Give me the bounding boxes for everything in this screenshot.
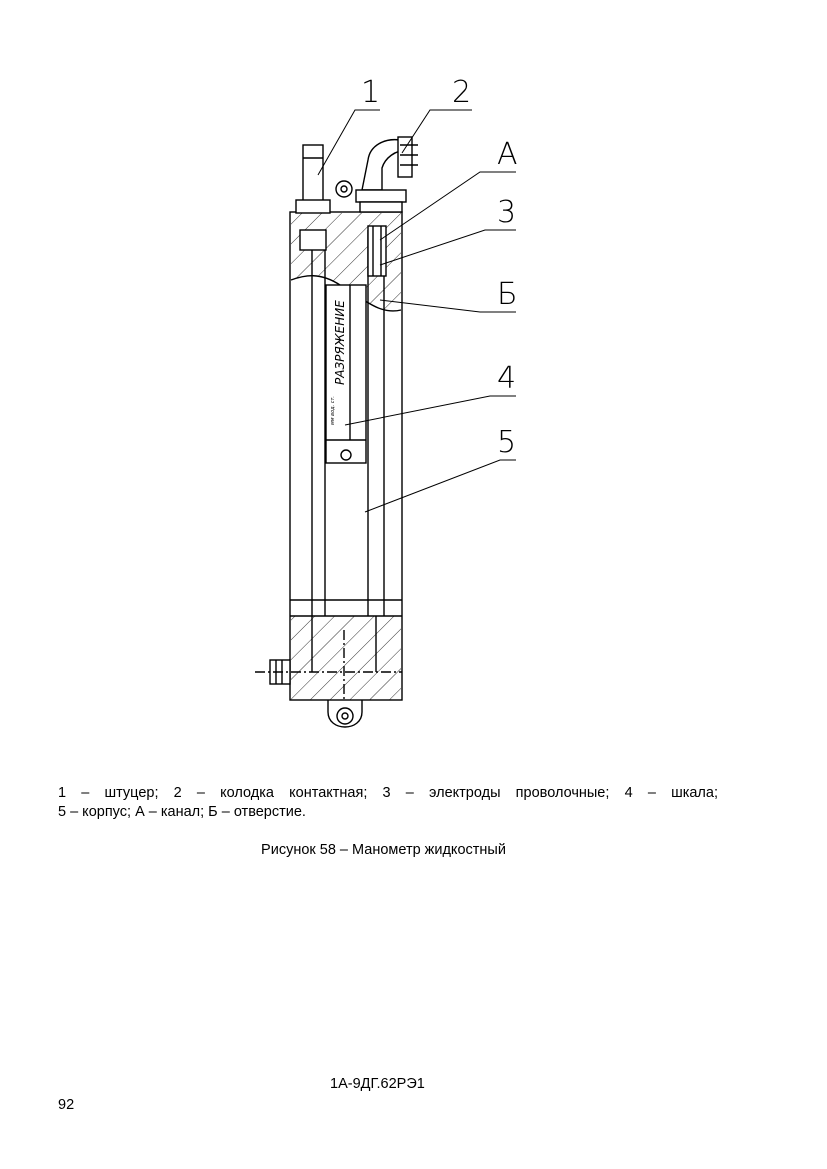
legend-line-1: 1 – штуцер; 2 – колодка контактная; 3 – … (58, 785, 718, 801)
legend-line-2: 5 – корпус; А – канал; Б – отверстие. (58, 804, 306, 820)
electrodes-3 (367, 225, 387, 277)
callout-4: 4 (497, 361, 516, 396)
callout-5: 5 (497, 425, 516, 460)
figure-caption: Рисунок 58 – Манометр жидкостный (261, 842, 506, 858)
scale-4 (325, 284, 367, 464)
callout-a: А (497, 137, 518, 172)
figure-legend: 1 – штуцер; 2 – колодка контактная; 3 – … (58, 784, 718, 822)
manometer-drawing: РАЗРЯЖЕНИЕ мм вод. ст. 1 2 А 3 Б 4 5 (255, 75, 518, 728)
callout-1: 1 (361, 75, 380, 110)
callout-b: Б (497, 277, 518, 312)
callout-3: 3 (497, 195, 516, 230)
callout-2: 2 (452, 75, 471, 110)
scale-title: РАЗРЯЖЕНИЕ (333, 300, 347, 385)
page-number: 92 (58, 1097, 75, 1113)
fitting-1 (302, 144, 324, 206)
document-code: 1А-9ДГ.62РЭ1 (330, 1076, 425, 1092)
scale-units: мм вод. ст. (330, 396, 336, 425)
lower-section-hatch (291, 616, 401, 700)
